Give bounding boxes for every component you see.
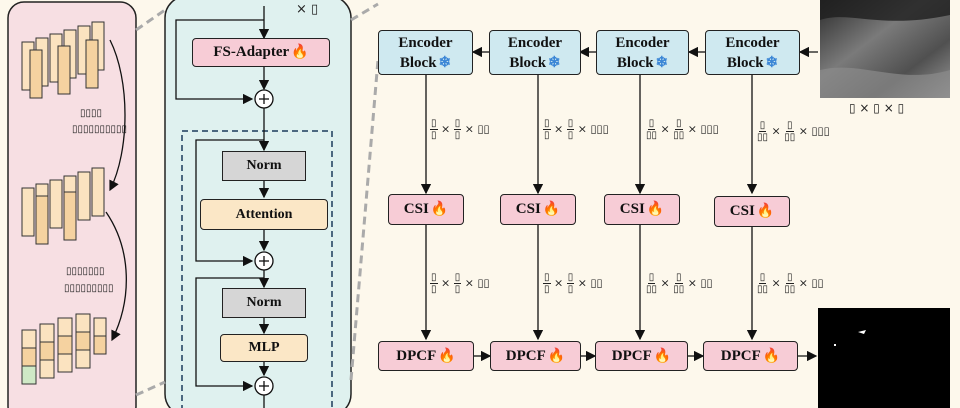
stack-note-1-line1: ▯▯▯▯ [80, 108, 103, 119]
csi-label: CSI [619, 201, 645, 217]
encoder-block-3-line2: Block [616, 54, 654, 71]
token-stack-2 [21, 167, 105, 245]
dpcf-label: DPCF [505, 347, 546, 364]
input-size-label: ▯ × ▯ × ▯ [849, 101, 905, 115]
stack-note-2-line2: ▯▯▯▯▯▯▯▯▯ [64, 283, 114, 294]
csi-module-3: CSI🔥 [604, 194, 680, 225]
flame-icon: 🔥 [756, 204, 775, 219]
attention-module: Attention [200, 199, 328, 230]
token-stack-1 [21, 21, 105, 99]
encoder-block-3-line1: Encoder [615, 34, 670, 51]
encoder-block-2-line2: Block [509, 54, 547, 71]
repeat-label: × ▯ [296, 2, 319, 17]
csi-label: CSI [403, 201, 429, 217]
flame-icon: 🔥 [542, 202, 561, 217]
feature-size-bottom-2: ▯▯ × ▯▯ × ▯▯ [543, 272, 603, 295]
encoder-block-4: Encoder Block❄ [705, 30, 800, 75]
flame-icon: 🔥 [547, 348, 566, 364]
csi-label: CSI [729, 203, 755, 219]
fs-adapter-label: FS-Adapter [213, 44, 290, 60]
flame-icon: 🔥 [762, 348, 781, 364]
flame-icon: 🔥 [653, 348, 672, 364]
norm-2: Norm [222, 288, 306, 318]
encoder-block-4-line1: Encoder [725, 34, 780, 51]
norm-1: Norm [222, 151, 306, 181]
encoder-block-2: Encoder Block❄ [489, 30, 581, 75]
dpcf-module-2: DPCF🔥 [490, 341, 581, 371]
encoder-block-4-line2: Block [726, 54, 764, 71]
feature-size-bottom-1: ▯▯ × ▯▯ × ▯▯ [430, 272, 490, 295]
token-stack-3 [21, 313, 107, 385]
dpcf-module-4: DPCF🔥 [703, 341, 798, 371]
feature-size-bottom-3: ▯▯▯ × ▯▯▯ × ▯▯ [646, 272, 713, 295]
feature-size-top-1: ▯▯ × ▯▯ × ▯▯ [430, 118, 490, 141]
encoder-block-3: Encoder Block❄ [596, 30, 689, 75]
dpcf-label: DPCF [396, 347, 437, 364]
output-mask [818, 308, 950, 408]
dpcf-label: DPCF [720, 347, 761, 364]
encoder-block-1: Encoder Block❄ [378, 30, 473, 75]
encoder-block-1-line2: Block [399, 54, 437, 71]
stack-note-1-line2: ▯▯▯▯▯▯▯▯▯▯ [72, 124, 128, 135]
csi-label: CSI [515, 201, 541, 217]
dpcf-module-1: DPCF🔥 [378, 341, 474, 371]
feature-size-bottom-4: ▯▯▯ × ▯▯▯ × ▯▯ [757, 272, 824, 295]
snowflake-icon: ❄ [548, 54, 561, 71]
snowflake-icon: ❄ [438, 54, 452, 71]
dpcf-module-3: DPCF🔥 [595, 341, 688, 371]
snowflake-icon: ❄ [655, 54, 669, 71]
flame-icon: 🔥 [291, 45, 309, 60]
feature-size-top-2: ▯▯ × ▯▯ × ▯▯▯ [543, 118, 609, 141]
csi-module-1: CSI🔥 [388, 194, 464, 225]
flame-icon: 🔥 [646, 202, 665, 217]
stack-note-2-line1: ▯▯▯▯▯▯▯ [66, 266, 105, 277]
flame-icon: 🔥 [438, 348, 456, 364]
feature-size-top-3: ▯▯▯ × ▯▯▯ × ▯▯▯ [646, 118, 719, 141]
encoder-block-2-line1: Encoder [507, 34, 563, 51]
csi-module-4: CSI🔥 [714, 196, 790, 227]
dpcf-label: DPCF [611, 347, 652, 364]
flame-icon: 🔥 [430, 202, 449, 217]
csi-module-2: CSI🔥 [500, 194, 576, 225]
fs-adapter-module: FS-Adapter🔥 [192, 38, 330, 67]
feature-size-top-4: ▯▯▯ × ▯▯▯ × ▯▯▯ [757, 120, 830, 143]
snowflake-icon: ❄ [765, 54, 779, 71]
mlp-module: MLP [220, 334, 308, 362]
encoder-block-1-line1: Encoder [398, 34, 453, 51]
